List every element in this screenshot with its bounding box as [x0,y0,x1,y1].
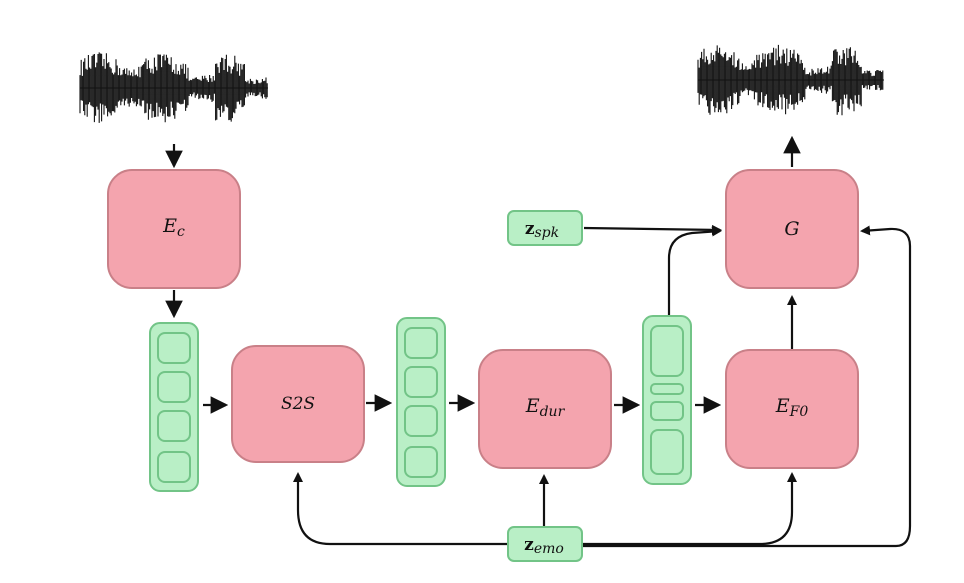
edur-subscript: dur [540,404,566,420]
s2s-label: S2S [281,394,315,414]
ec-subscript: c [177,224,185,240]
ec-label: E [162,215,177,237]
arrow-zspk-to-g [583,224,722,235]
arrow-zemo-to-ef0 [582,472,797,546]
zemo-label: z [524,535,534,555]
latent-zspk: zspk [507,210,583,246]
ef0-label: E [775,395,790,417]
latent-zemo: zemo [507,526,583,562]
input-waveform [79,52,268,123]
zspk-subscript: spk [535,225,560,241]
edur-label: E [525,395,540,417]
output-waveform [697,44,884,116]
svg-text:Edur: Edur [525,395,566,420]
svg-text:zemo: zemo [524,535,564,557]
svg-text:zspk: zspk [525,219,559,241]
svg-text:EF0: EF0 [775,395,809,420]
arrow-features-to-g [667,226,722,316]
zemo-subscript: emo [534,541,564,557]
feature-column-ec [149,322,199,492]
feature-column-edur [642,315,692,485]
svg-text:Ec: Ec [162,215,185,240]
g-label: G [784,218,799,240]
block-s2s: S2S [231,345,365,463]
ef0-subscript: F0 [789,404,809,420]
block-g: G [725,169,859,289]
arrow-zemo-to-g [582,225,912,548]
zspk-label: z [525,219,535,239]
block-edur: Edur [478,349,612,469]
block-ef0: EF0 [725,349,859,469]
arrows [165,135,912,548]
block-ec: Ec [107,169,241,289]
arrow-zemo-to-s2s [293,472,508,546]
feature-column-s2s [396,317,446,487]
